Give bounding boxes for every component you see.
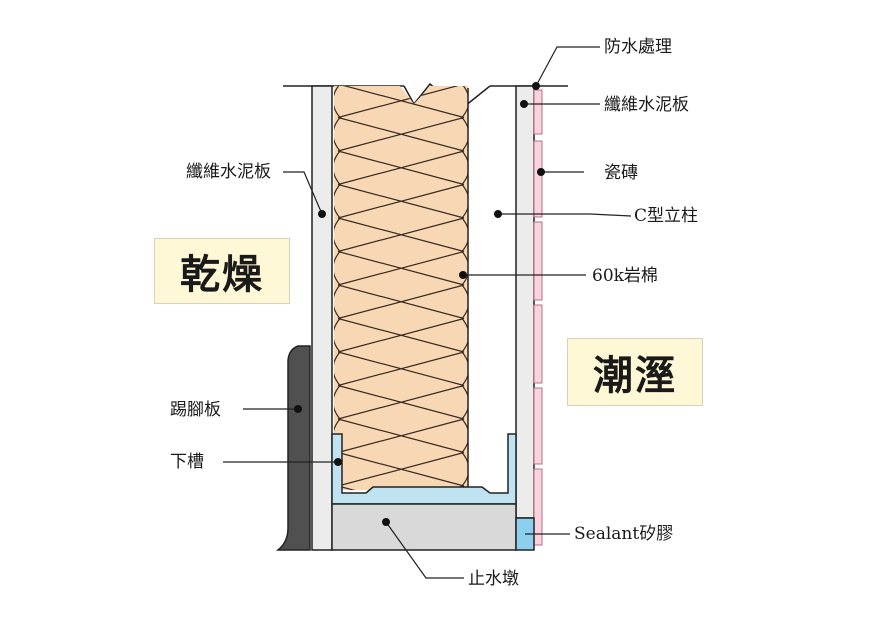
marker-dot	[334, 458, 342, 466]
insulation-pattern	[334, 86, 468, 490]
marker-dot	[520, 100, 528, 108]
leader-waterproofing	[535, 46, 600, 87]
label-bottom-track: 下槽	[170, 452, 204, 472]
top-break-line	[403, 82, 491, 111]
label-c-stud: C型立柱	[634, 206, 699, 226]
label-sealant: Sealant矽膠	[574, 524, 674, 544]
water-curb	[331, 503, 517, 551]
leader-curb	[385, 521, 464, 579]
marker-dot	[494, 210, 502, 218]
label-water-curb: 止水墩	[468, 569, 519, 589]
tile	[533, 89, 543, 135]
label-tile: 瓷磚	[604, 163, 638, 183]
tile	[533, 140, 543, 218]
fiber-cement-board-left	[311, 85, 333, 551]
wet-zone-label: 潮溼	[567, 338, 703, 406]
fiber-cement-board-right	[515, 85, 535, 519]
leader-c-stud	[498, 213, 632, 217]
skirting-board	[275, 345, 311, 551]
marker-dot	[537, 168, 545, 176]
marker-dot	[318, 210, 326, 218]
tile	[533, 221, 543, 301]
label-waterproofing: 防水處理	[604, 37, 672, 57]
leader-fiber-board-left	[283, 171, 323, 215]
marker-dot	[294, 405, 302, 413]
tile	[533, 468, 543, 546]
tile	[533, 304, 543, 384]
label-fiber-cement-board-right: 纖維水泥板	[604, 95, 689, 115]
marker-dot	[382, 518, 390, 526]
marker-dot	[459, 271, 467, 279]
tile	[533, 387, 543, 465]
dry-zone-label: 乾燥	[154, 238, 290, 304]
marker-dot	[532, 82, 540, 90]
rock-wool-insulation	[334, 86, 468, 490]
label-rock-wool: 60k岩棉	[592, 266, 658, 286]
tile-layer	[533, 89, 543, 546]
label-fiber-cement-board-left: 纖維水泥板	[186, 162, 271, 182]
label-skirting-board: 踢腳板	[170, 400, 221, 420]
